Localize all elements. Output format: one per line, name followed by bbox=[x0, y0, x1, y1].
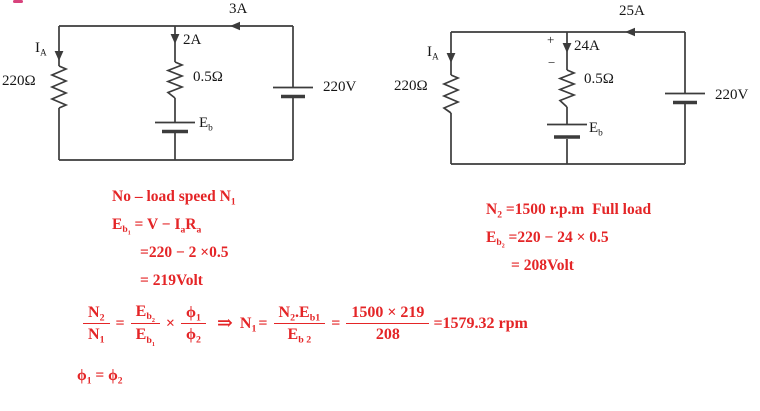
resistor-0p5ohm-right bbox=[557, 69, 577, 108]
branch-current-label: 2A bbox=[183, 32, 202, 48]
supply-current-label: 3A bbox=[229, 1, 248, 17]
fraction-numerator: N2.Eb1 bbox=[273, 304, 326, 325]
armature-resistance-label: 0.5Ω bbox=[193, 69, 223, 85]
eb2-result: = 208Volt bbox=[511, 257, 574, 274]
no-load-title: No – load speed N1 bbox=[112, 188, 236, 208]
fraction-numerator: Eb2 bbox=[130, 303, 160, 325]
resistor-220ohm-left bbox=[49, 65, 69, 109]
no-load-solution-block: No – load speed N1 Eb1 = V − IaRa =220 −… bbox=[112, 183, 236, 295]
polarity-plus-sign: + bbox=[547, 32, 555, 47]
fraction-denominator: Eb 2 bbox=[287, 326, 312, 346]
fraction-denominator: 208 bbox=[375, 326, 400, 344]
fraction-numerator: N2 bbox=[83, 304, 110, 325]
speed-result: =1579.32 rpm bbox=[433, 314, 528, 332]
flux-equality-note: ϕ1 = ϕ2 bbox=[77, 362, 123, 390]
current-arrow-down-icon bbox=[54, 51, 64, 61]
full-load-solution-block: N2 =1500 r.p.m Full load Eb2 =220 − 24 ×… bbox=[486, 196, 651, 280]
no-load-circuit-arrows bbox=[54, 21, 240, 61]
supply-voltage-label: 220V bbox=[715, 87, 749, 103]
emf-ratio-fraction: Eb2 Eb1 bbox=[130, 303, 160, 348]
fraction-numerator: 1500 × 219 bbox=[346, 304, 430, 325]
eb1-substitution: =220 − 2 ×0.5 bbox=[140, 244, 229, 261]
flux-equality-text: ϕ1 = ϕ2 bbox=[77, 367, 123, 387]
full-load-title: N2 =1500 r.p.m Full load bbox=[486, 201, 652, 221]
equals-sign: = bbox=[331, 314, 341, 332]
field-resistance-label: 220Ω bbox=[394, 78, 428, 94]
eb1-formula: Eb1 = V − IaRa bbox=[112, 216, 202, 238]
flux-ratio-fraction: ϕ1 ϕ2 bbox=[181, 304, 206, 346]
fraction-numerator: ϕ1 bbox=[181, 304, 206, 325]
cropped-text-fragment bbox=[13, 0, 23, 3]
numeric-fraction: 1500 × 219 208 bbox=[346, 304, 430, 344]
supply-voltage-label: 220V bbox=[323, 79, 357, 95]
equals-sign: = bbox=[115, 314, 125, 332]
eb2-formula: Eb2 =220 − 24 × 0.5 bbox=[486, 229, 609, 251]
armature-current-label: IA bbox=[427, 44, 439, 63]
armature-resistance-label: 0.5Ω bbox=[584, 71, 614, 87]
full-load-circuit-arrows bbox=[446, 27, 635, 63]
field-resistance-label: 220Ω bbox=[2, 73, 36, 89]
implies-arrow-icon: ⇒ bbox=[216, 313, 233, 335]
fraction-denominator: N1 bbox=[88, 326, 105, 346]
current-arrow-left-icon bbox=[230, 21, 240, 31]
back-emf-label: Eb bbox=[589, 120, 603, 139]
back-emf-label: Eb bbox=[199, 115, 213, 134]
resistor-0p5ohm-left bbox=[165, 61, 185, 99]
multiply-sign: × bbox=[165, 314, 176, 332]
eb1-result: = 219Volt bbox=[140, 272, 203, 289]
armature-current-label: IA bbox=[35, 40, 47, 59]
current-arrow-down-icon bbox=[562, 43, 572, 53]
fraction-denominator: Eb1 bbox=[135, 326, 155, 348]
speed-ratio-fraction: N2 N1 bbox=[83, 304, 110, 346]
branch-current-label: 24A bbox=[574, 38, 600, 54]
n1-expression-fraction: N2.Eb1 Eb 2 bbox=[273, 304, 326, 346]
no-load-circuit-schematic bbox=[49, 25, 313, 161]
fraction-denominator: ϕ2 bbox=[186, 326, 201, 346]
supply-current-label: 25A bbox=[619, 3, 645, 19]
n1-symbol: N1 bbox=[239, 314, 257, 335]
current-arrow-down-icon bbox=[170, 34, 180, 44]
resistor-220ohm-right bbox=[441, 74, 461, 114]
equals-sign: = bbox=[258, 314, 268, 332]
current-arrow-down-icon bbox=[446, 53, 456, 63]
current-arrow-left-icon bbox=[625, 27, 635, 37]
polarity-minus-sign: − bbox=[548, 55, 556, 70]
speed-ratio-equation: N2 N1 = Eb2 Eb1 × ϕ1 ϕ2 ⇒ N1 = N2.Eb1 Eb… bbox=[79, 303, 528, 348]
